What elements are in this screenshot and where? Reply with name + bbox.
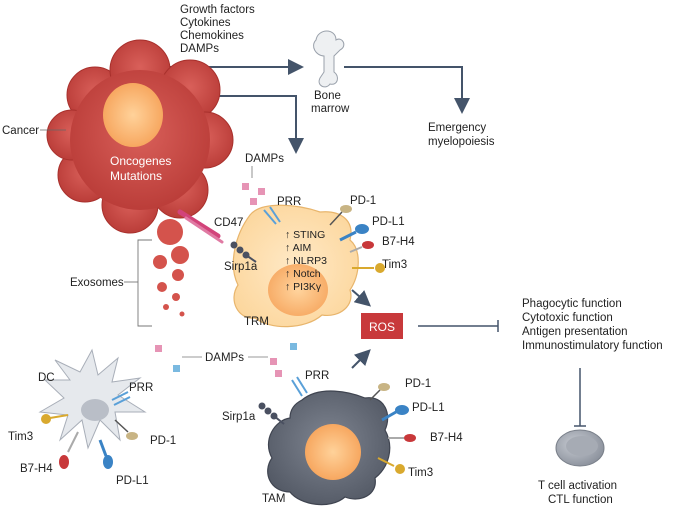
arrow-tam-to-ros xyxy=(351,349,371,369)
trm-sirp1a-label: Sirp1a xyxy=(224,261,258,273)
tam-prr-receptor xyxy=(291,376,308,397)
cancer-mutations: Mutations xyxy=(110,169,162,183)
arrow-trm-to-ros xyxy=(351,289,372,307)
dc-pd1-label: PD-1 xyxy=(150,435,176,447)
dc-pdl1-label: PD-L1 xyxy=(116,475,149,487)
tam-pd1-label: PD-1 xyxy=(405,378,431,390)
exosomes-bracket xyxy=(137,239,152,327)
signal-chemokines: Chemokines xyxy=(180,30,244,42)
emergency-label-2: myelopoiesis xyxy=(428,136,495,148)
trm-pathway-nlrp3: ↑ NLRP3 xyxy=(285,255,327,267)
signal-growth-factors: Growth factors xyxy=(180,4,255,16)
dc-nucleus xyxy=(81,399,109,421)
trm-pathway-pi3k: ↑ PI3Kγ xyxy=(285,281,322,293)
trm-pathway-notch: ↑ Notch xyxy=(285,268,321,280)
tam-prr-label: PRR xyxy=(305,370,329,382)
trm-tim3-label: Tim3 xyxy=(382,259,407,271)
ros-box xyxy=(361,313,403,339)
signal-cytokines: Cytokines xyxy=(180,17,231,29)
exosomes xyxy=(153,219,189,317)
trm-pd1-label: PD-1 xyxy=(350,195,376,207)
bone-icon xyxy=(313,30,345,88)
dc-pdl1 xyxy=(98,439,113,469)
function-immunostim: Immunostimulatory function xyxy=(522,340,663,352)
damp-particles xyxy=(155,183,297,377)
dc-cell xyxy=(38,348,147,450)
trm-pathway-aim: ↑ AIM xyxy=(285,242,311,254)
damps-top-label: DAMPs xyxy=(245,153,284,165)
tcell-ctl: CTL function xyxy=(548,494,613,506)
dc-prr-receptor xyxy=(111,391,131,406)
arrow-cancer-to-trm xyxy=(190,95,304,154)
function-antigen: Antigen presentation xyxy=(522,326,628,338)
tam-sirp1a-label: Sirp1a xyxy=(222,411,256,423)
trm-nucleus xyxy=(268,264,328,316)
function-cytotoxic: Cytotoxic function xyxy=(522,312,613,324)
cancer-nucleus xyxy=(103,83,163,147)
trm-tim3 xyxy=(352,263,385,273)
tcell-activation: T cell activation xyxy=(538,480,617,492)
trm-prr-label: PRR xyxy=(277,196,301,208)
tam-tim3-label: Tim3 xyxy=(408,467,433,479)
tam-b7h4 xyxy=(388,434,416,442)
trm-b7h4 xyxy=(349,241,374,253)
dc-b7h4-label: B7-H4 xyxy=(20,463,53,475)
arrow-bone-to-emergency xyxy=(344,66,470,114)
cd47-receptor xyxy=(177,209,224,244)
trm-b7h4-label: B7-H4 xyxy=(382,236,415,248)
cancer-label: Cancer xyxy=(2,125,39,137)
dc-tim3-label: Tim3 xyxy=(8,431,33,443)
cd47-label: CD47 xyxy=(214,217,243,229)
trm-pdl1 xyxy=(339,224,369,242)
function-phagocytic: Phagocytic function xyxy=(522,298,622,310)
trm-pd1 xyxy=(329,205,352,226)
tam-label: TAM xyxy=(262,493,285,505)
tam-sirp1a xyxy=(258,402,285,425)
tam-nucleus xyxy=(305,424,361,480)
cancer-cell xyxy=(46,39,234,234)
trm-cell xyxy=(232,204,359,328)
tam-pd1 xyxy=(369,383,390,401)
dc-pd1 xyxy=(114,419,138,440)
dc-prr-label: PRR xyxy=(129,382,153,394)
dc-b7h4 xyxy=(59,431,79,469)
t-cell-nucleus xyxy=(566,436,598,456)
trm-pathway-sting: ↑ STING xyxy=(285,229,325,241)
emergency-label-1: Emergency xyxy=(428,122,486,134)
bone-marrow-label-2: marrow xyxy=(311,103,350,115)
tam-cell xyxy=(267,390,391,506)
bone-marrow-label-1: Bone xyxy=(314,90,341,102)
trm-prr-receptor xyxy=(263,206,281,225)
dc-label: DC xyxy=(38,372,55,384)
tam-pdl1-label: PD-L1 xyxy=(412,402,445,414)
damps-mid-label: DAMPs xyxy=(205,352,244,364)
trm-sirp1a xyxy=(230,241,257,263)
dc-tim3 xyxy=(41,414,69,424)
tam-pdl1 xyxy=(381,405,409,422)
ros-label: ROS xyxy=(369,320,395,334)
trm-label: TRM xyxy=(244,316,269,328)
exosomes-label: Exosomes xyxy=(70,277,124,289)
trm-pdl1-label: PD-L1 xyxy=(372,216,405,228)
tam-tim3 xyxy=(377,457,405,474)
cancer-oncogenes: Oncogenes xyxy=(110,154,171,168)
tam-b7h4-label: B7-H4 xyxy=(430,432,463,444)
signal-damps: DAMPs xyxy=(180,43,219,55)
